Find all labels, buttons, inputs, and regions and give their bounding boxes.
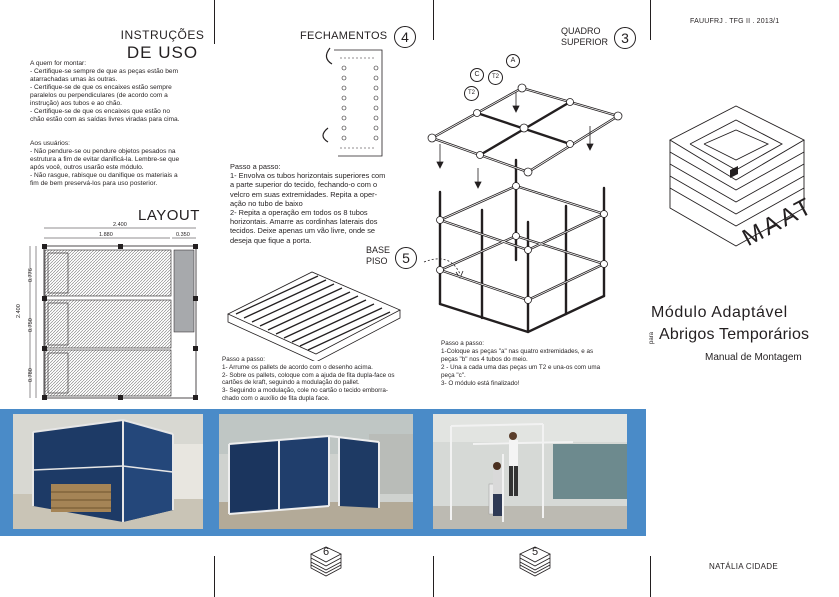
base-steps: Passo a passo: 1- Arrume os pallets de a… [222,356,395,402]
base-title-1: BASE [366,245,391,255]
quadro-title-2: SUPERIOR [561,37,609,47]
photo-tent-panels [219,414,413,529]
layout-dim-left-width: 1.880 [99,232,113,238]
page-number-right: 5 [531,546,539,558]
fold-line-right [650,0,651,40]
layout-dim-total-height: 2.400 [16,304,22,318]
piece-label-t2-a-text: T2 [491,74,499,80]
fold-line-middle [433,0,434,40]
cover-para-label: para [649,331,655,344]
fabric-panel-drawing [322,47,383,157]
piece-label-a: A [506,54,520,68]
layout-dim-row-3: 0.780 [28,368,34,382]
pallet-drawing [227,271,401,361]
base-number: 5 [395,247,417,269]
quadro-steps: Passo a passo: 1-Coloque as peças "a" na… [441,340,601,387]
cover-title-2: Abrigos Temporários [659,326,810,343]
fold-line-left [214,0,215,44]
piece-label-t2-b: T2 [464,86,479,101]
piece-label-t2-b-text: T2 [467,90,475,96]
cover-author: NATÁLIA CIDADE [709,562,778,571]
page-number-left: 6 [322,546,330,558]
piece-label-c: C [470,68,484,82]
layout-dim-total-width: 2.400 [113,222,127,228]
page-icon-right [519,546,551,577]
fechamentos-steps: Passo a passo: 1- Envolva os tubos horiz… [230,162,386,245]
instructions-body-1: A quem for montar: - Certifique-se sempr… [30,60,180,123]
fechamentos-title: FECHAMENTOS [300,30,388,42]
fold-line-middle-bottom [433,556,434,597]
quadro-number: 3 [614,27,636,49]
layout-title: LAYOUT [138,207,200,224]
instructions-title: INSTRUÇÕES DE USO [115,28,210,63]
piece-label-c-text: C [474,71,480,78]
fechamentos-number: 4 [394,26,416,48]
maat-logo-drawing [669,105,805,247]
page-icon-left [310,546,342,577]
course-header: FAUUFRJ . TFG II . 2013/1 [690,18,780,25]
layout-plan-drawing [29,227,198,400]
quadro-title: QUADRO SUPERIOR [561,26,608,48]
layout-dim-row-1: 0.776 [28,268,34,282]
photo-tent-closed [13,414,203,529]
piece-label-a-text: A [510,57,516,64]
instructions-title-top: INSTRUÇÕES [120,28,205,42]
piece-label-t2-a: T2 [488,70,503,85]
photo-assembly [433,414,627,529]
layout-dim-right-width: 0.350 [176,232,190,238]
frame-structure-drawing [427,83,623,334]
base-title-2: PISO [366,256,388,266]
cover-subtitle: Manual de Montagem [705,352,802,363]
fold-line-right-bottom [650,556,651,597]
base-title: BASE PISO [366,245,390,267]
instructions-body-2: Aos usuários: - Não pendure-se ou pendur… [30,140,180,187]
layout-dim-row-2: 0.750 [28,318,34,332]
instructions-title-bottom: DE USO [126,43,199,62]
cover-title-1: Módulo Adaptável [651,304,788,321]
fold-line-left-bottom [214,556,215,597]
quadro-title-1: QUADRO [561,26,601,36]
